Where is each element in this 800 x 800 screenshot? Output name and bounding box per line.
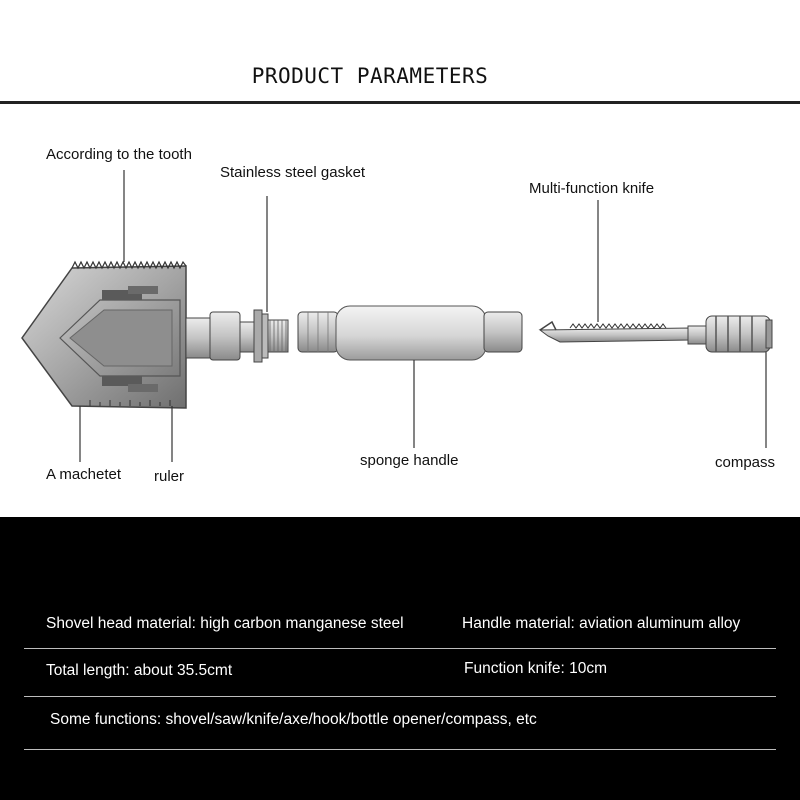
callout-lines bbox=[79, 170, 767, 462]
diagram-panel: PRODUCT PARAMETERS bbox=[0, 64, 800, 485]
callout-compass: compass bbox=[715, 454, 776, 471]
callout-ruler: ruler bbox=[154, 468, 185, 485]
knife-drawing bbox=[538, 315, 773, 353]
title-divider bbox=[0, 101, 800, 104]
spec-total-length: Total length: about 35.5cmt bbox=[46, 662, 233, 679]
spec-handle-material: Handle material: aviation aluminum alloy bbox=[462, 615, 741, 632]
gasket-drawing bbox=[185, 309, 289, 363]
callout-tooth: According to the tooth bbox=[46, 146, 192, 163]
spec-function-knife: Function knife: 10cm bbox=[464, 660, 608, 677]
spec-divider bbox=[24, 648, 776, 649]
callout-machete: A machetet bbox=[46, 466, 122, 483]
spec-functions: Some functions: shovel/saw/knife/axe/hoo… bbox=[50, 711, 537, 728]
spec-divider bbox=[24, 749, 776, 750]
callout-knife: Multi-function knife bbox=[529, 180, 655, 197]
shovel-blade-drawing bbox=[21, 260, 187, 409]
sponge-handle-drawing bbox=[297, 305, 523, 361]
spec-head-material: Shovel head material: high carbon mangan… bbox=[46, 615, 404, 632]
specs-panel: Shovel head material: high carbon mangan… bbox=[0, 517, 800, 800]
page-title: PRODUCT PARAMETERS bbox=[251, 64, 489, 88]
callout-sponge-handle: sponge handle bbox=[360, 452, 459, 469]
shovel-parts-illustration bbox=[21, 170, 773, 462]
spec-divider bbox=[24, 696, 776, 697]
callout-gasket: Stainless steel gasket bbox=[220, 164, 366, 181]
